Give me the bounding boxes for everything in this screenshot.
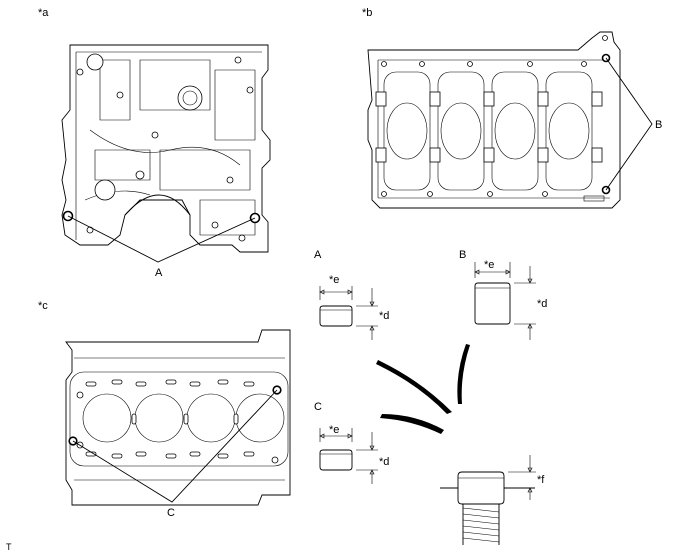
detail-b-pin: B *e *d	[459, 249, 547, 340]
detail-c-title: C	[314, 401, 322, 413]
leader-lines-b	[605, 57, 653, 191]
detail-c-width-label: *e	[329, 424, 339, 436]
installed-pin-icon	[457, 471, 505, 505]
detail-c-pin: C *e *d	[314, 401, 389, 484]
installed-height-label: *f	[537, 474, 545, 486]
bore-icon	[86, 53, 104, 71]
leader-lines-a	[67, 215, 256, 263]
pin-c-icon	[319, 449, 353, 471]
callout-a-label: A	[155, 267, 163, 279]
callout-c-label: C	[167, 507, 175, 519]
cylinder-bore-4	[235, 393, 285, 443]
detail-b-title: B	[459, 249, 466, 261]
detail-c-height-label: *d	[379, 456, 389, 468]
pin-a-icon	[319, 305, 353, 327]
callout-b-label: B	[655, 119, 662, 131]
view-b-label: *b	[362, 7, 372, 19]
view-c-block-top: *c	[38, 300, 291, 519]
footer-mark: T	[6, 542, 12, 552]
install-arrows	[376, 344, 470, 434]
bore-icon	[177, 85, 203, 111]
bore-icon	[94, 179, 116, 201]
arrow-icon	[376, 360, 452, 414]
cylinder-bore-1	[82, 393, 132, 443]
detail-a-pin: A *e *d	[314, 249, 389, 340]
cylinder-bore-3	[186, 393, 236, 443]
view-a-block-front: *a A	[38, 7, 271, 279]
detail-b-height-label: *d	[537, 298, 547, 310]
arrow-icon	[457, 344, 470, 404]
installed-pin-view: *f	[440, 455, 545, 545]
arrow-icon	[380, 414, 444, 434]
detail-b-width-label: *e	[484, 259, 494, 271]
cylinder-bore-2	[134, 393, 184, 443]
water-jacket-slots	[85, 379, 255, 459]
head-gasket-surface	[69, 371, 289, 467]
pin-b-icon	[474, 282, 511, 325]
bolt-thread-icon	[462, 504, 500, 545]
leader-lines-c	[72, 389, 278, 503]
view-c-label: *c	[38, 300, 48, 312]
detail-a-title: A	[314, 249, 322, 261]
main-bearing-bays	[375, 71, 603, 191]
detail-a-width-label: *e	[329, 274, 339, 286]
detail-a-height-label: *d	[379, 310, 389, 322]
view-b-block-bottom: *b	[362, 7, 662, 209]
view-a-label: *a	[38, 7, 49, 19]
